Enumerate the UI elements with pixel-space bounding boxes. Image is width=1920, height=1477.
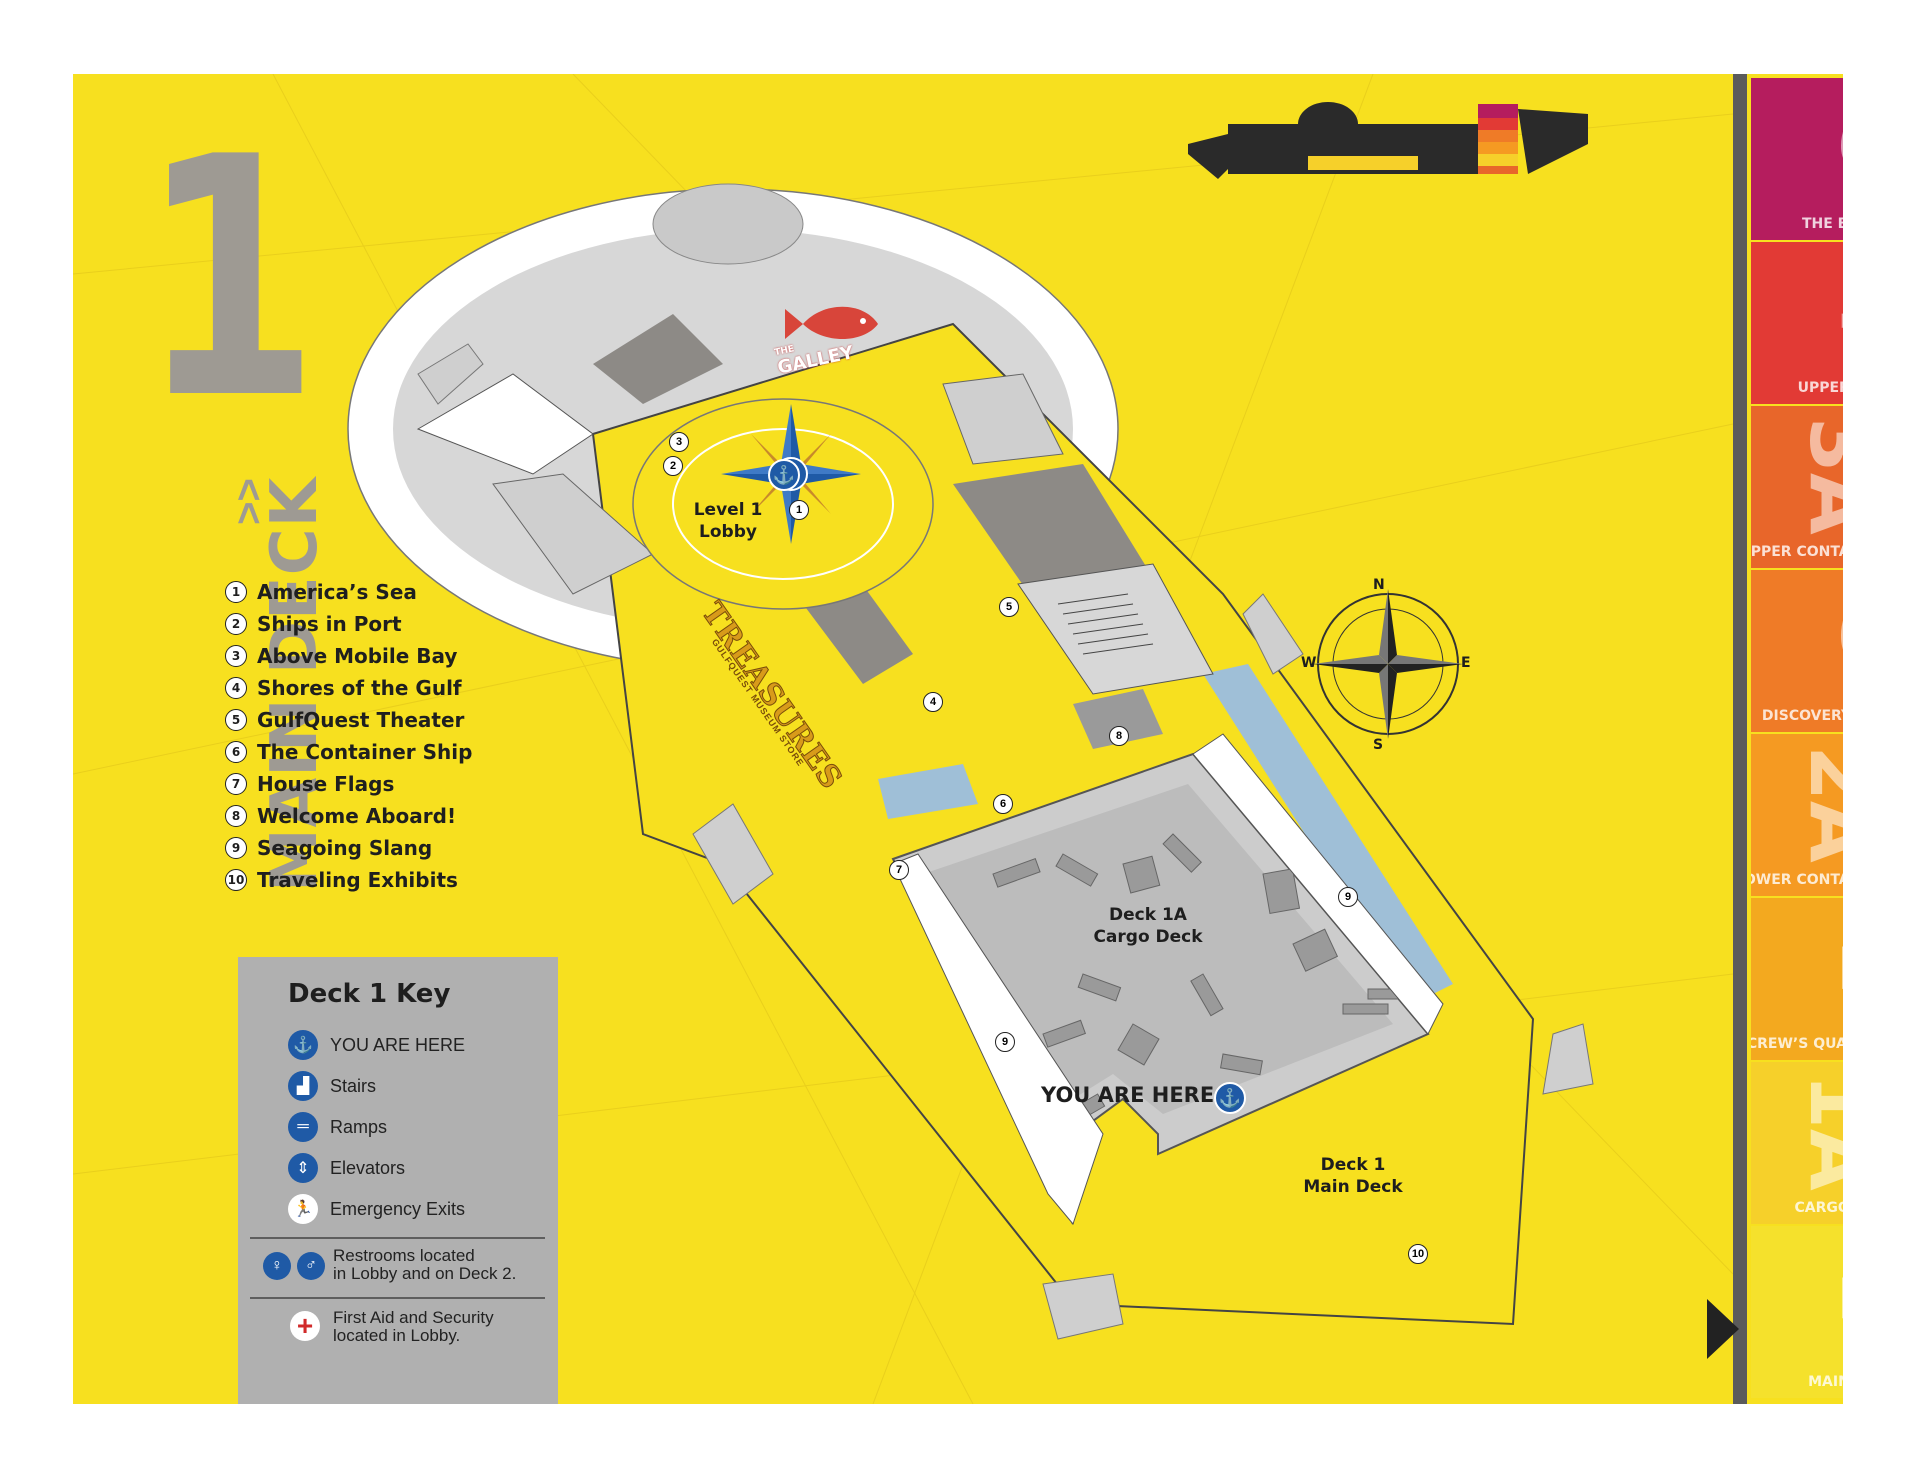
key-divider: [250, 1297, 545, 1299]
level-selector: 5THE BRIDGE 4UPPER DECK 3AUPPER CONTAINE…: [1733, 74, 1843, 1404]
you-are-here-anchor-icon[interactable]: ⚓: [1214, 1082, 1246, 1114]
current-level-pointer-icon: [1707, 1299, 1739, 1359]
map-marker-10[interactable]: 10: [1408, 1244, 1428, 1264]
key-title: Deck 1 Key: [288, 979, 451, 1009]
map-marker-2[interactable]: 2: [663, 456, 683, 476]
water-strip-mid: [878, 764, 978, 819]
theater: [1017, 563, 1214, 695]
lobby-ring: [672, 428, 894, 580]
lobby-compass-rose: [721, 404, 861, 544]
level-1a[interactable]: 1ACARGO DECK: [1751, 1062, 1843, 1224]
level-4[interactable]: 4UPPER DECK: [1751, 242, 1843, 404]
key-emergency-exits: 🏃Emergency Exits: [288, 1194, 465, 1224]
map-marker-8[interactable]: 8: [1109, 726, 1129, 746]
anchor-icon: ⚓: [288, 1030, 318, 1060]
dome: [652, 183, 804, 265]
level-3[interactable]: 3DISCOVERY HULL: [1751, 570, 1843, 732]
elevator-icon: ⇕: [288, 1153, 318, 1183]
emergency-exit-icon: 🏃: [288, 1194, 318, 1224]
key-ramps: ═Ramps: [288, 1112, 387, 1142]
lobby-anchor-icon: ⚓: [768, 459, 800, 491]
lobby-floor: [632, 398, 934, 610]
ship-elevation: [1188, 102, 1588, 179]
map-marker-4[interactable]: 4: [923, 692, 943, 712]
compass-e: E: [1461, 655, 1471, 671]
galley-fish-logo: [785, 306, 878, 339]
theater-seats: [1057, 593, 1154, 655]
key-you-are-here: ⚓YOU ARE HERE: [288, 1030, 465, 1060]
key-divider: [250, 1237, 545, 1239]
map-key: Deck 1 Key ⚓YOU ARE HERE ▟Stairs ═Ramps …: [238, 957, 558, 1404]
containers: [992, 833, 1409, 1127]
map-marker-3[interactable]: 3: [669, 432, 689, 452]
exit-wing-ne: [1242, 593, 1304, 675]
compass-w: W: [1301, 655, 1317, 671]
level-5[interactable]: 5THE BRIDGE: [1751, 78, 1843, 240]
exit-wing-e: [1542, 1023, 1594, 1095]
stairs-wing-nw: [417, 343, 484, 405]
walkway-east: [1192, 733, 1444, 1035]
compass-s: S: [1373, 737, 1384, 753]
map-marker-7[interactable]: 7: [889, 860, 909, 880]
restroom-men-icon: ♂: [297, 1252, 325, 1280]
ramp-icon: ═: [288, 1112, 318, 1142]
map-marker-9a[interactable]: 9: [1338, 887, 1358, 907]
restroom-block: [416, 373, 594, 475]
up-chevrons: >>: [226, 478, 271, 525]
map-marker-6[interactable]: 6: [993, 794, 1013, 814]
restroom-women-icon: ♀: [263, 1252, 291, 1280]
map-marker-1[interactable]: 1: [789, 500, 809, 520]
stairs-icon: ▟: [288, 1071, 318, 1101]
compass-n: N: [1373, 577, 1385, 593]
exit-wing-sw: [692, 803, 774, 905]
water-strip-east: [1203, 664, 1453, 1004]
restroom-icons: ♀♂: [263, 1252, 325, 1280]
key-stairs: ▟Stairs: [288, 1071, 376, 1101]
level-2[interactable]: 2CREW’S QUARTERS: [1751, 898, 1843, 1060]
compass-rose: [1313, 589, 1463, 739]
seating-east: [942, 373, 1064, 465]
map-marker-5[interactable]: 5: [999, 597, 1019, 617]
level-rail: [1733, 74, 1747, 1404]
welcome-block: [1073, 689, 1163, 749]
block-nw: [593, 314, 723, 404]
level-2a[interactable]: 2ALOWER CONTAINERS: [1751, 734, 1843, 896]
map-marker-9b[interactable]: 9: [995, 1032, 1015, 1052]
you-are-here-label: YOU ARE HERE: [1041, 1083, 1215, 1107]
key-elevators: ⇕Elevators: [288, 1153, 405, 1183]
deck-number: 1: [140, 87, 320, 471]
first-aid-icon: +: [290, 1310, 320, 1341]
exit-wing-s: [1042, 1273, 1124, 1340]
level-3a[interactable]: 3AUPPER CONTAINERS: [1751, 406, 1843, 568]
floor-plan: [73, 74, 1734, 1404]
